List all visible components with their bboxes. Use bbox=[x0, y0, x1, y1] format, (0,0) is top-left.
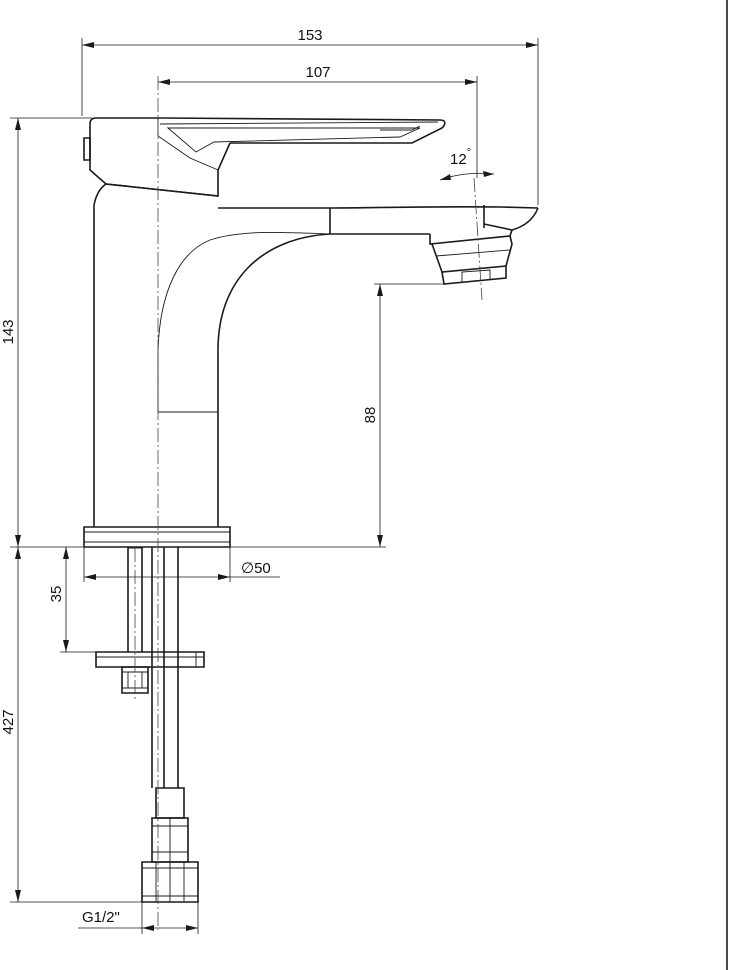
diameter-symbol: ∅ bbox=[241, 560, 254, 577]
faucet-body bbox=[93, 183, 539, 527]
base-flange bbox=[83, 526, 231, 548]
dim-total-height bbox=[10, 117, 92, 548]
dim-base-diameter-label: ∅50 bbox=[241, 560, 271, 577]
dim-spout-angle-label: 12° bbox=[450, 147, 471, 168]
dim-hose-length-label: 427 bbox=[0, 709, 17, 734]
dim-overall-width bbox=[81, 38, 539, 205]
dim-total-height-label: 143 bbox=[0, 319, 17, 344]
dim-spout-angle-value: 12 bbox=[450, 151, 467, 168]
dim-spout-angle bbox=[439, 171, 495, 181]
dim-thread-size bbox=[78, 902, 199, 934]
dim-thread-size-label: G1/2" bbox=[82, 909, 120, 926]
dim-spout-angle-unit: ° bbox=[467, 147, 471, 159]
dim-spout-clearance-label: 88 bbox=[362, 407, 379, 424]
dim-overall-width-label: 153 bbox=[297, 27, 322, 44]
dim-shank-length bbox=[60, 547, 96, 653]
lever-handle bbox=[83, 117, 446, 197]
dim-base-diameter bbox=[83, 547, 280, 582]
dim-spout-reach-label: 107 bbox=[305, 64, 330, 81]
dim-shank-length-label: 35 bbox=[48, 586, 65, 603]
centerlines bbox=[134, 76, 483, 930]
dim-spout-reach bbox=[158, 76, 478, 178]
dim-spout-clearance bbox=[230, 283, 444, 548]
aerator bbox=[429, 229, 513, 285]
dim-hose-length bbox=[10, 547, 142, 903]
mounting-assembly bbox=[95, 547, 205, 903]
dim-base-diameter-value: 50 bbox=[254, 560, 271, 577]
